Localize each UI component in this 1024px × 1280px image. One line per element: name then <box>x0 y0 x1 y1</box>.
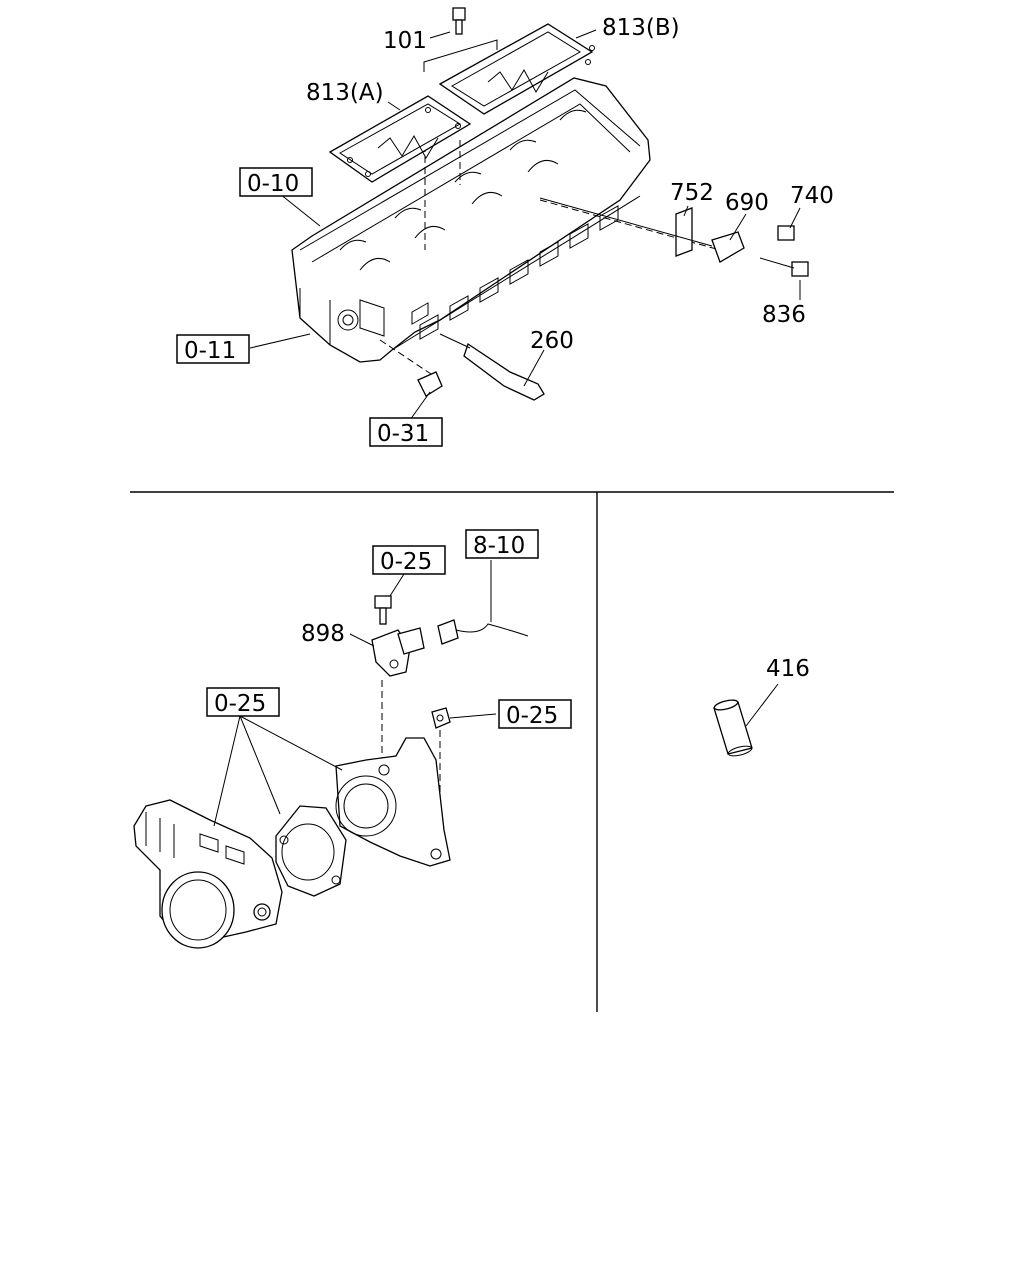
label-752: 752 <box>670 180 714 206</box>
label-ref-025-top: 0-25 <box>380 549 432 575</box>
nut-025 <box>431 707 451 729</box>
label-260: 260 <box>530 328 574 354</box>
intake-adapter <box>335 737 451 867</box>
label-ref-025-left: 0-25 <box>214 691 266 717</box>
bolt-101 <box>452 7 466 35</box>
label-416: 416 <box>766 656 810 682</box>
ref-box-025-left <box>206 687 280 717</box>
bolt-025 <box>374 595 392 625</box>
harness-810 <box>437 560 529 645</box>
plug-031 <box>417 371 443 397</box>
label-ref-031: 0-31 <box>377 421 429 447</box>
label-813b: 813(B) <box>602 15 680 41</box>
throttle-gasket <box>275 805 347 897</box>
label-813a: 813(A) <box>306 80 384 106</box>
ref-box-010 <box>239 167 313 197</box>
ref-box-810 <box>465 529 539 559</box>
cylinder-head <box>291 77 721 381</box>
label-836: 836 <box>762 302 806 328</box>
ref-box-025-top <box>372 545 446 575</box>
ref-box-025-right <box>498 699 572 729</box>
label-ref-025-right: 0-25 <box>506 703 558 729</box>
label-ref-010: 0-10 <box>247 171 299 197</box>
sensor-898 <box>371 627 425 677</box>
throttle-body <box>133 799 283 949</box>
label-ref-011: 0-11 <box>184 338 236 364</box>
label-101: 101 <box>383 28 427 54</box>
label-740: 740 <box>790 183 834 209</box>
sensor-690 <box>675 207 809 277</box>
ref-box-031 <box>369 417 443 447</box>
ref-box-011 <box>176 334 250 364</box>
label-690: 690 <box>725 190 769 216</box>
sleeve-416 <box>713 699 753 757</box>
gasket-813b <box>438 23 595 115</box>
label-898: 898 <box>301 621 345 647</box>
sensor-260 <box>439 333 545 401</box>
label-ref-810: 8-10 <box>473 533 525 559</box>
gasket-813a <box>328 95 472 183</box>
